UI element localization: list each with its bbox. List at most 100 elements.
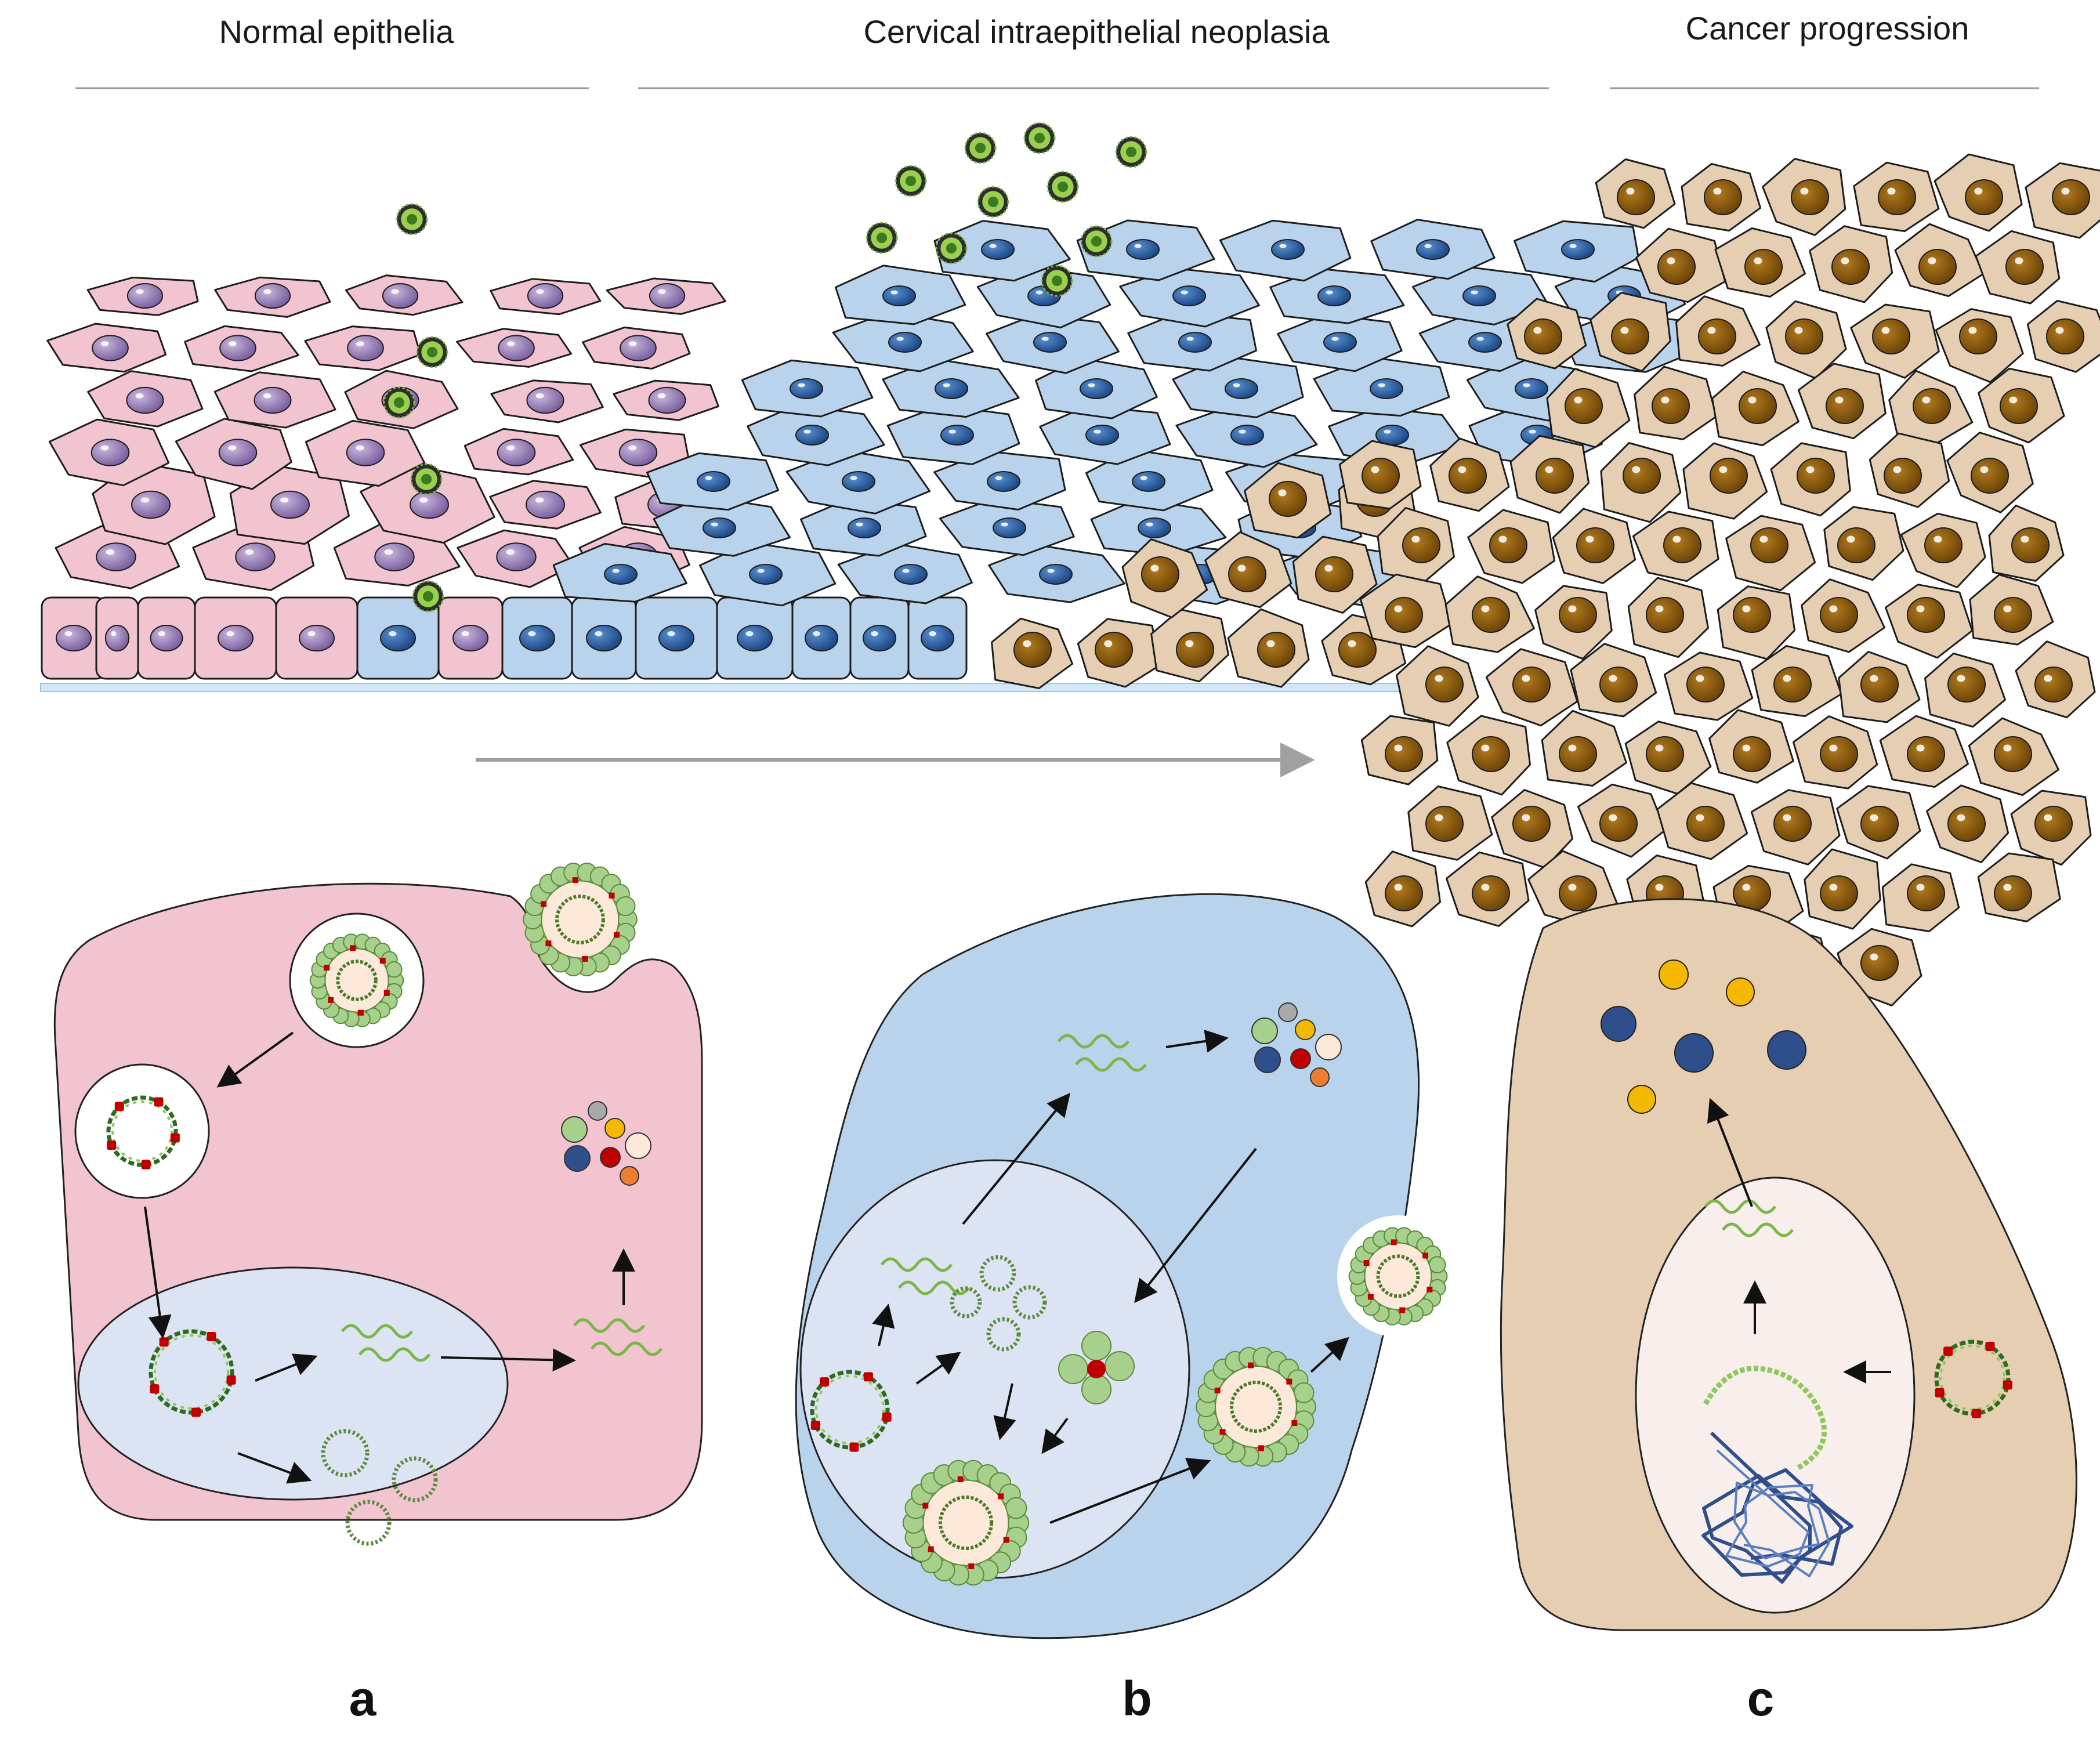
capsid-protein-cluster-icon: [1058, 1331, 1135, 1404]
cell-nucleus: [1489, 527, 1527, 563]
episome-gene: [150, 1384, 160, 1394]
nucleus-highlight: [1870, 953, 1878, 961]
hpv-virion-icon: [902, 1460, 1030, 1586]
nucleus-highlight: [1806, 466, 1815, 473]
hpv-virion-icon: [1115, 136, 1147, 168]
nucleus-highlight: [245, 549, 254, 555]
cell-nucleus: [90, 439, 130, 466]
cell-nucleus: [1913, 388, 1951, 424]
basal-cell: [41, 596, 107, 680]
virion-genome-ring: [1376, 1254, 1420, 1298]
cell-nucleus: [749, 564, 783, 585]
cell-nucleus: [1652, 388, 1690, 424]
viral-protein: [564, 1145, 591, 1172]
cell-nucleus: [1959, 318, 1997, 354]
basal-cell: [194, 596, 277, 680]
squamous-cell: [1313, 356, 1450, 417]
basal-cell: [501, 596, 573, 680]
cell-nucleus: [1947, 806, 1986, 842]
nucleus-highlight: [106, 549, 115, 555]
cancer-cell: [1681, 162, 1762, 232]
virion-spikes: [1080, 225, 1113, 258]
nucleus-highlight: [1088, 383, 1095, 388]
viral-protein: [604, 1118, 625, 1139]
virion-genome: [905, 175, 917, 187]
cell-nucleus: [1362, 458, 1400, 494]
nucleus-highlight: [1585, 535, 1594, 543]
cell-nucleus: [620, 335, 657, 361]
virion-interior: [1364, 1242, 1432, 1310]
squamous-cell: [1039, 405, 1171, 465]
nucleus-highlight: [111, 631, 117, 636]
squamous-cell: [489, 480, 602, 530]
nucleus-highlight: [1841, 257, 1849, 265]
cell-nucleus: [1370, 378, 1403, 399]
virion-spikes: [866, 222, 898, 254]
squamous-cell: [1514, 220, 1639, 283]
cell-nucleus: [1565, 388, 1603, 424]
nucleus-highlight: [1394, 884, 1403, 891]
cancer-cell: [1656, 782, 1748, 860]
hpv-virion-icon: [866, 222, 898, 254]
episome-icon: [106, 1095, 180, 1169]
nucleus-highlight: [1047, 569, 1055, 573]
nucleus-highlight: [528, 631, 536, 636]
cancer-cell: [1823, 506, 1905, 581]
virion-spikes: [977, 186, 1009, 218]
cell-nucleus: [1860, 945, 1899, 981]
basal-cell: [571, 596, 637, 680]
panel-c-nucleus: [1635, 1176, 1916, 1614]
cell-nucleus: [1176, 632, 1214, 668]
cancer-cell: [1485, 648, 1578, 727]
capsid-protein: [1058, 1354, 1088, 1384]
cancer-cell: [1988, 504, 2065, 582]
squamous-cell: [345, 274, 464, 316]
virion-spikes: [895, 165, 927, 197]
cell-nucleus: [526, 490, 565, 519]
capsid-marker: [572, 877, 578, 884]
capsomere: [1293, 1382, 1315, 1403]
cell-nucleus: [1085, 425, 1119, 446]
cell-nucleus: [981, 239, 1015, 260]
cell-nucleus: [1323, 332, 1357, 353]
mrna-icon: [881, 1257, 970, 1295]
nucleus-highlight: [461, 631, 469, 636]
virion-genome: [393, 397, 405, 408]
capsid-marker: [1248, 1362, 1254, 1368]
cell-nucleus: [410, 490, 449, 519]
nucleus-highlight: [871, 631, 878, 636]
cell-nucleus: [1141, 556, 1179, 592]
nucleus-highlight: [1968, 327, 1977, 334]
nucleus-highlight: [2021, 535, 2029, 543]
cancer-cell: [1838, 651, 1921, 723]
nucleus-highlight: [263, 393, 271, 399]
cancer-cell: [1836, 785, 1921, 860]
panel-label-c: c: [1747, 1671, 1775, 1726]
mrna-icon: [573, 1318, 662, 1356]
nucleus-highlight: [995, 476, 1002, 480]
virion-genome: [421, 473, 432, 485]
cancer-cell: [1968, 717, 2059, 796]
cancer-cell: [1534, 585, 1613, 660]
capsid-marker: [957, 1476, 964, 1482]
squamous-cell: [653, 495, 791, 557]
capsid-marker: [1003, 1537, 1009, 1543]
virion-genome: [975, 142, 986, 154]
nucleus-highlight: [1928, 257, 1936, 265]
cancer-cell: [1682, 442, 1768, 520]
basal-cell: [275, 596, 359, 680]
nucleus-highlight: [1237, 564, 1246, 572]
nucleus-highlight: [1934, 535, 1942, 543]
hpv-virion-icon: [412, 580, 444, 613]
nucleus-highlight: [1278, 489, 1287, 497]
nucleus-highlight: [1696, 814, 1704, 821]
nucleus-highlight: [948, 429, 956, 434]
cell-nucleus: [1172, 285, 1206, 306]
nucleus-highlight: [1523, 383, 1530, 388]
nucleus-highlight: [856, 522, 863, 527]
squamous-cell: [582, 326, 691, 370]
nucleus-highlight: [1672, 535, 1681, 543]
cell-nucleus: [1385, 875, 1423, 911]
cancer-cell: [1850, 303, 1940, 379]
